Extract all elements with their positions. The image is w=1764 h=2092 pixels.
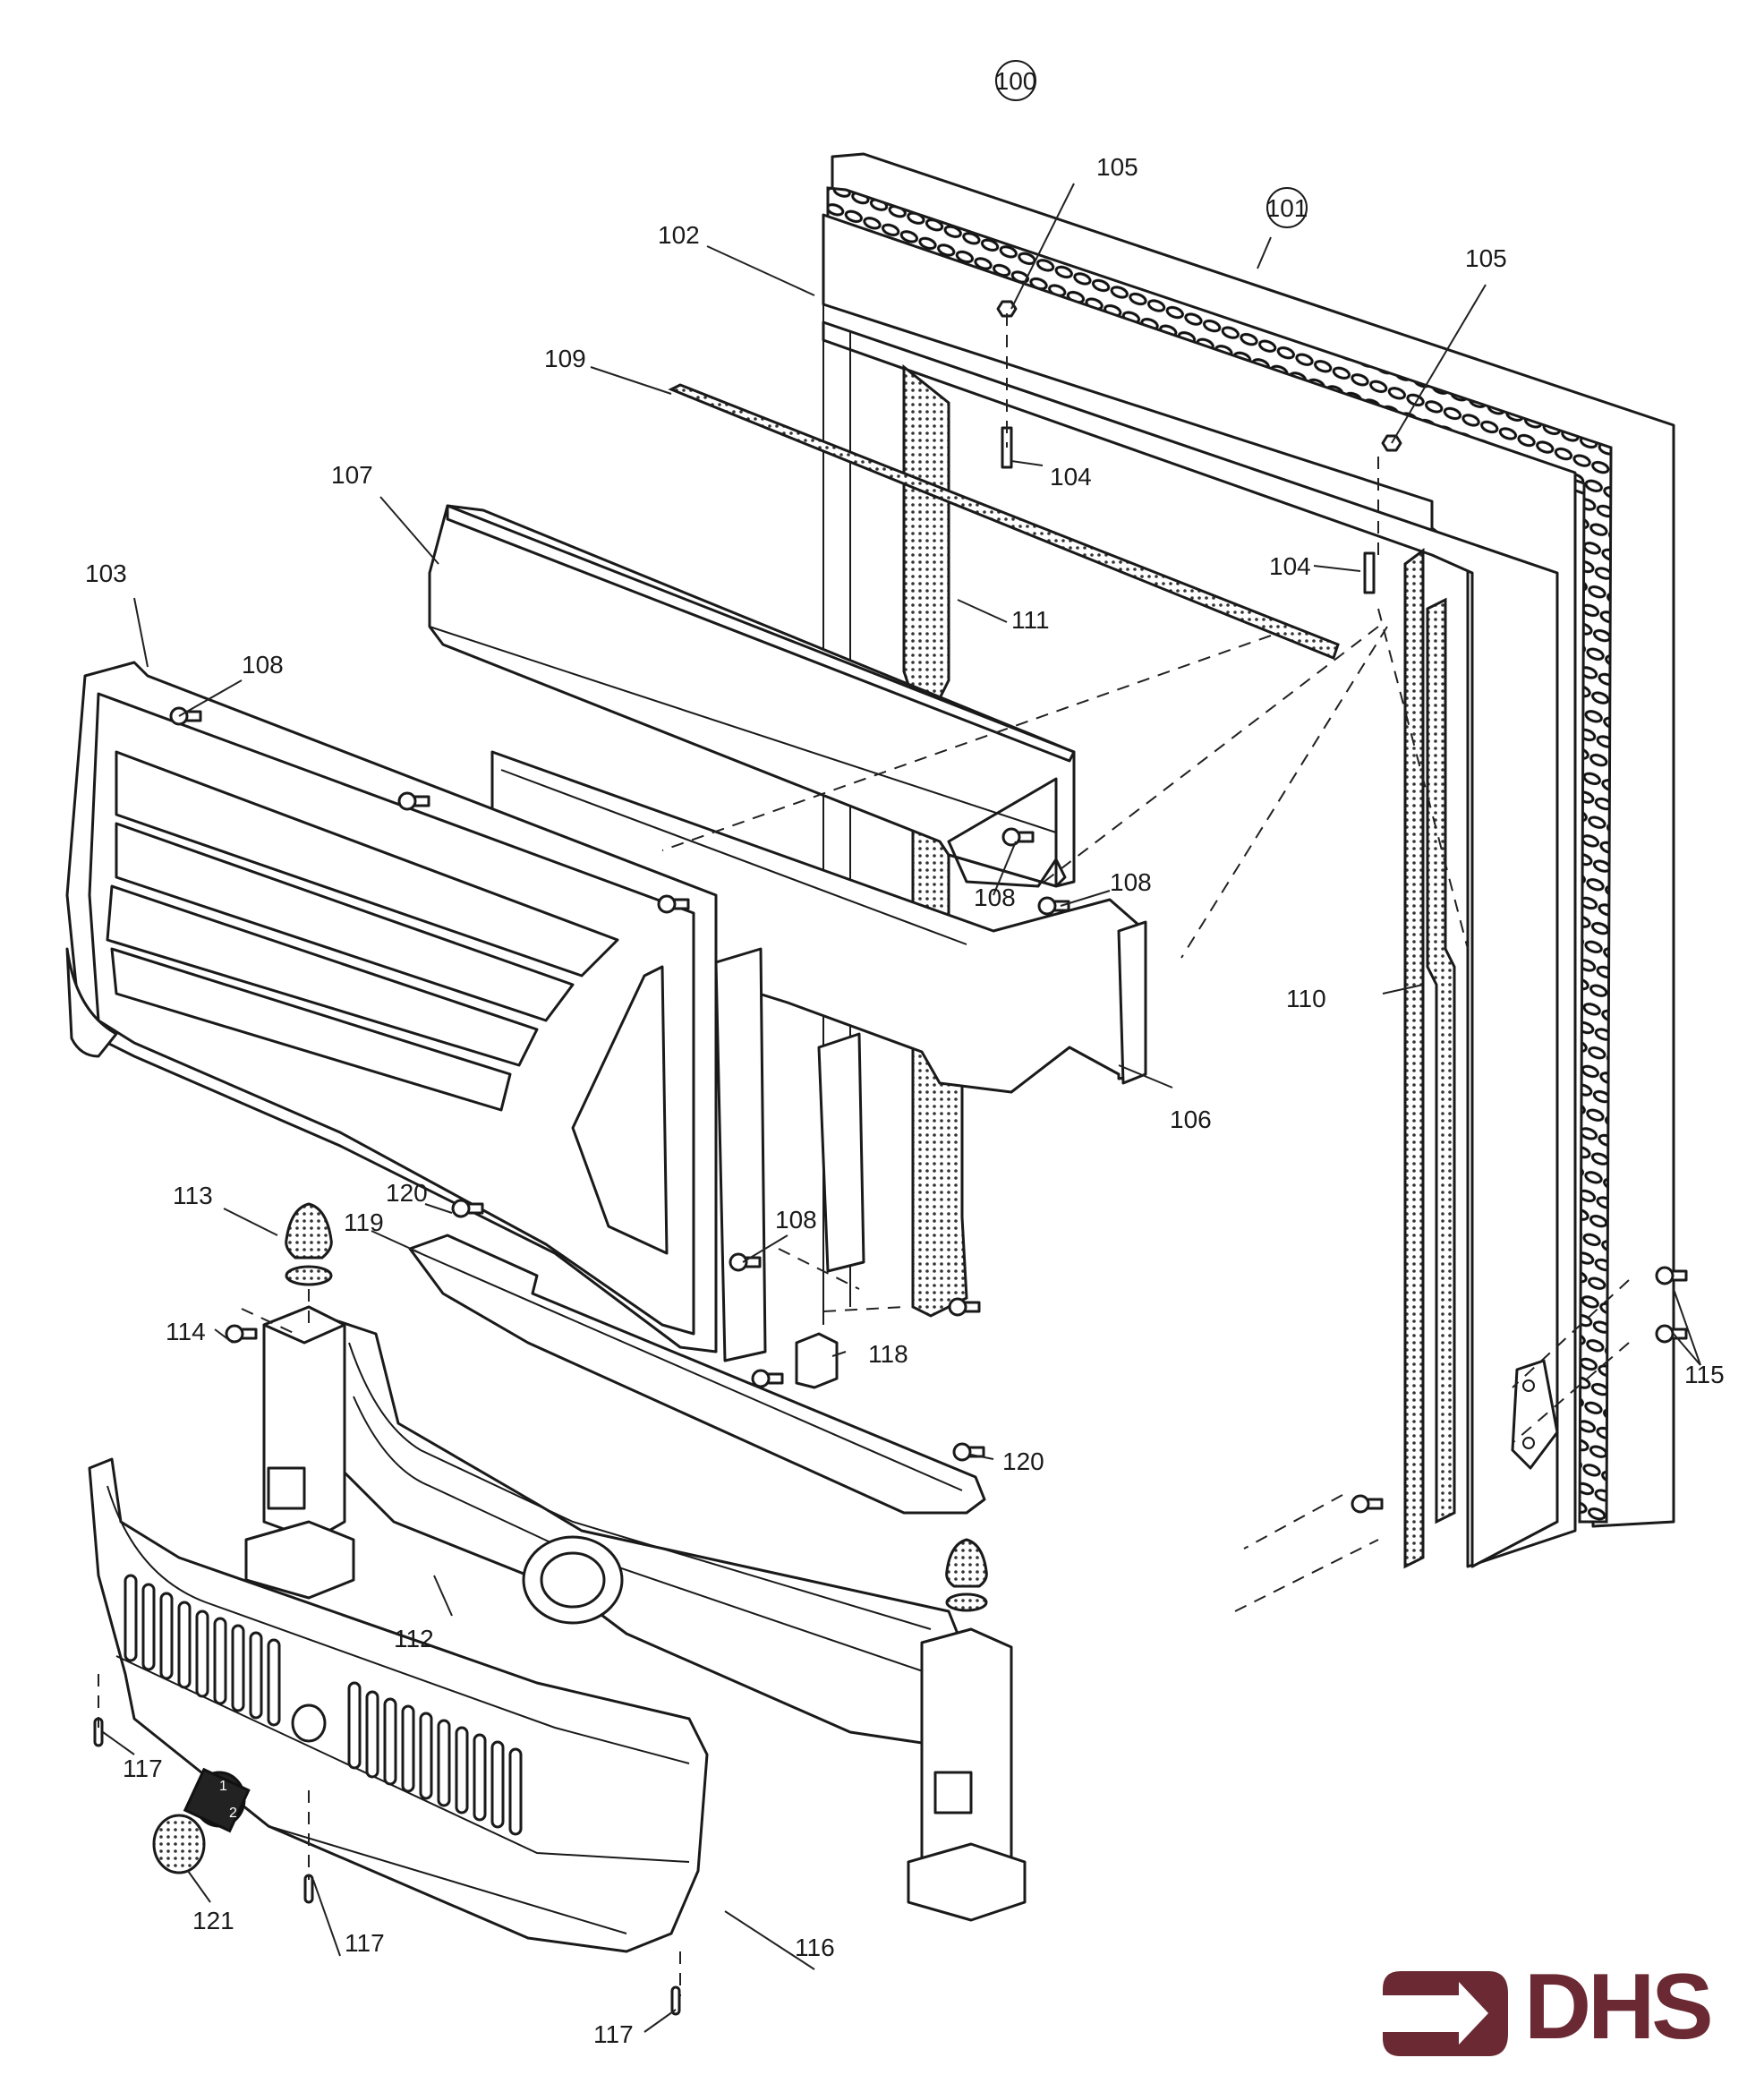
- callout-117-left: 117: [123, 1755, 163, 1782]
- callout-labels: 102 103 104 104 105 105 106 107 108 108 …: [85, 153, 1725, 2048]
- vent-slot: [347, 1681, 362, 1770]
- callout-108-baffle: 108: [974, 884, 1016, 911]
- screw-icon: [169, 706, 202, 726]
- post-right: [907, 1627, 1027, 1922]
- screw-icon: [225, 1324, 258, 1344]
- vent-slot: [231, 1624, 245, 1712]
- callout-119: 119: [344, 1208, 384, 1236]
- callout-111: 111: [1011, 606, 1050, 634]
- callout-label: 100: [995, 67, 1037, 95]
- vent-slot: [401, 1704, 415, 1793]
- callout-100: 100: [995, 60, 1037, 101]
- leader-lines: [102, 183, 1701, 2033]
- callout-113: 113: [173, 1182, 213, 1209]
- seal-bar-109: [668, 383, 1340, 660]
- callout-112: 112: [394, 1625, 434, 1652]
- pin-icon: [670, 1985, 681, 2016]
- seal-strip-111: [902, 363, 968, 1318]
- screw-icon: [1655, 1266, 1688, 1285]
- screw-icon: [948, 1297, 981, 1317]
- vent-slot: [124, 1574, 138, 1662]
- nut-icon: [996, 300, 1018, 318]
- front-panel-103: [65, 661, 718, 1353]
- screw-icon: [1363, 551, 1376, 594]
- screw-icon: [729, 1252, 762, 1272]
- callout-102: 102: [658, 221, 700, 249]
- callout-109: 109: [544, 345, 586, 372]
- callout-117-middle: 117: [345, 1929, 385, 1957]
- logo-text: DHS: [1524, 1955, 1714, 2059]
- seal-strip-110: [1403, 548, 1425, 1569]
- screw-icon: [1037, 896, 1070, 916]
- callout-117-bottom: 117: [593, 2020, 634, 2048]
- screw-icon: [1351, 1494, 1384, 1514]
- knob-marking-1: 1: [219, 1779, 227, 1794]
- callout-label: 101: [1266, 194, 1308, 222]
- vent-slot: [249, 1631, 263, 1720]
- screw-icon: [451, 1199, 484, 1218]
- vent-panel-116: [88, 1457, 709, 1953]
- rail-119: [408, 1234, 986, 1515]
- callout-103: 103: [85, 559, 127, 587]
- callout-105-right: 105: [1465, 244, 1507, 272]
- callout-104-upper: 104: [1050, 463, 1092, 491]
- vent-slot: [159, 1592, 174, 1680]
- callout-106: 106: [1170, 1106, 1212, 1133]
- vent-slot: [195, 1610, 209, 1698]
- screw-icon: [1001, 827, 1035, 847]
- vent-slot: [267, 1638, 281, 1727]
- vent-slot: [490, 1740, 505, 1829]
- callout-115: 115: [1684, 1361, 1725, 1388]
- screw-icon: [397, 791, 430, 811]
- callout-120-upper: 120: [386, 1179, 428, 1207]
- vent-slots: [124, 1574, 523, 1836]
- screw-icon: [952, 1442, 985, 1462]
- vent-slot: [141, 1583, 156, 1671]
- finial-113: [285, 1202, 333, 1286]
- callout-114: 114: [166, 1318, 206, 1345]
- callout-108-right: 108: [1110, 868, 1152, 896]
- vent-slot: [455, 1726, 469, 1814]
- vent-slot: [419, 1712, 433, 1800]
- logo-arrow-icon: [1383, 1971, 1508, 2056]
- vent-slot: [177, 1601, 192, 1689]
- side-bracket-left: [714, 947, 767, 1362]
- knob-marking-2: 2: [229, 1806, 237, 1821]
- screw-icon: [751, 1369, 784, 1388]
- front-rail-112: [334, 1319, 968, 1747]
- finial-right: [945, 1538, 988, 1612]
- control-knob-121: 1 2: [152, 1767, 251, 1874]
- outer-frame-101: [822, 152, 1675, 1568]
- pin-icon: [303, 1874, 314, 1904]
- callout-121: 121: [192, 1907, 234, 1934]
- clip-118: [795, 1332, 839, 1389]
- screw-icon: [657, 894, 690, 914]
- vent-slot: [365, 1690, 379, 1779]
- vent-slot: [473, 1733, 487, 1822]
- vent-slot: [508, 1747, 523, 1836]
- callout-120-lower: 120: [1002, 1447, 1044, 1475]
- callout-118: 118: [868, 1340, 908, 1368]
- vent-slot: [213, 1617, 227, 1705]
- callout-107: 107: [331, 461, 373, 489]
- callout-108-panel: 108: [242, 651, 284, 679]
- vent-slot: [383, 1697, 397, 1786]
- screws: [93, 300, 1688, 2016]
- dhs-logo: DHS: [1383, 1960, 1723, 2059]
- callout-105-left: 105: [1096, 153, 1138, 181]
- screw-icon: [1655, 1324, 1688, 1344]
- post-left: [244, 1305, 355, 1600]
- assembly-lines: [98, 313, 1630, 1996]
- baffle-106: [490, 750, 1147, 1094]
- callout-108-lower: 108: [775, 1206, 817, 1234]
- callout-110: 110: [1286, 985, 1326, 1012]
- seal-strip-110-inner: [1426, 597, 1456, 1524]
- callout-101: 101: [1266, 187, 1308, 228]
- callout-116: 116: [795, 1934, 835, 1961]
- vent-slot: [437, 1719, 451, 1807]
- side-bracket-mid: [817, 1032, 865, 1273]
- baffle-107: [428, 504, 1076, 888]
- callout-104-right: 104: [1269, 552, 1311, 580]
